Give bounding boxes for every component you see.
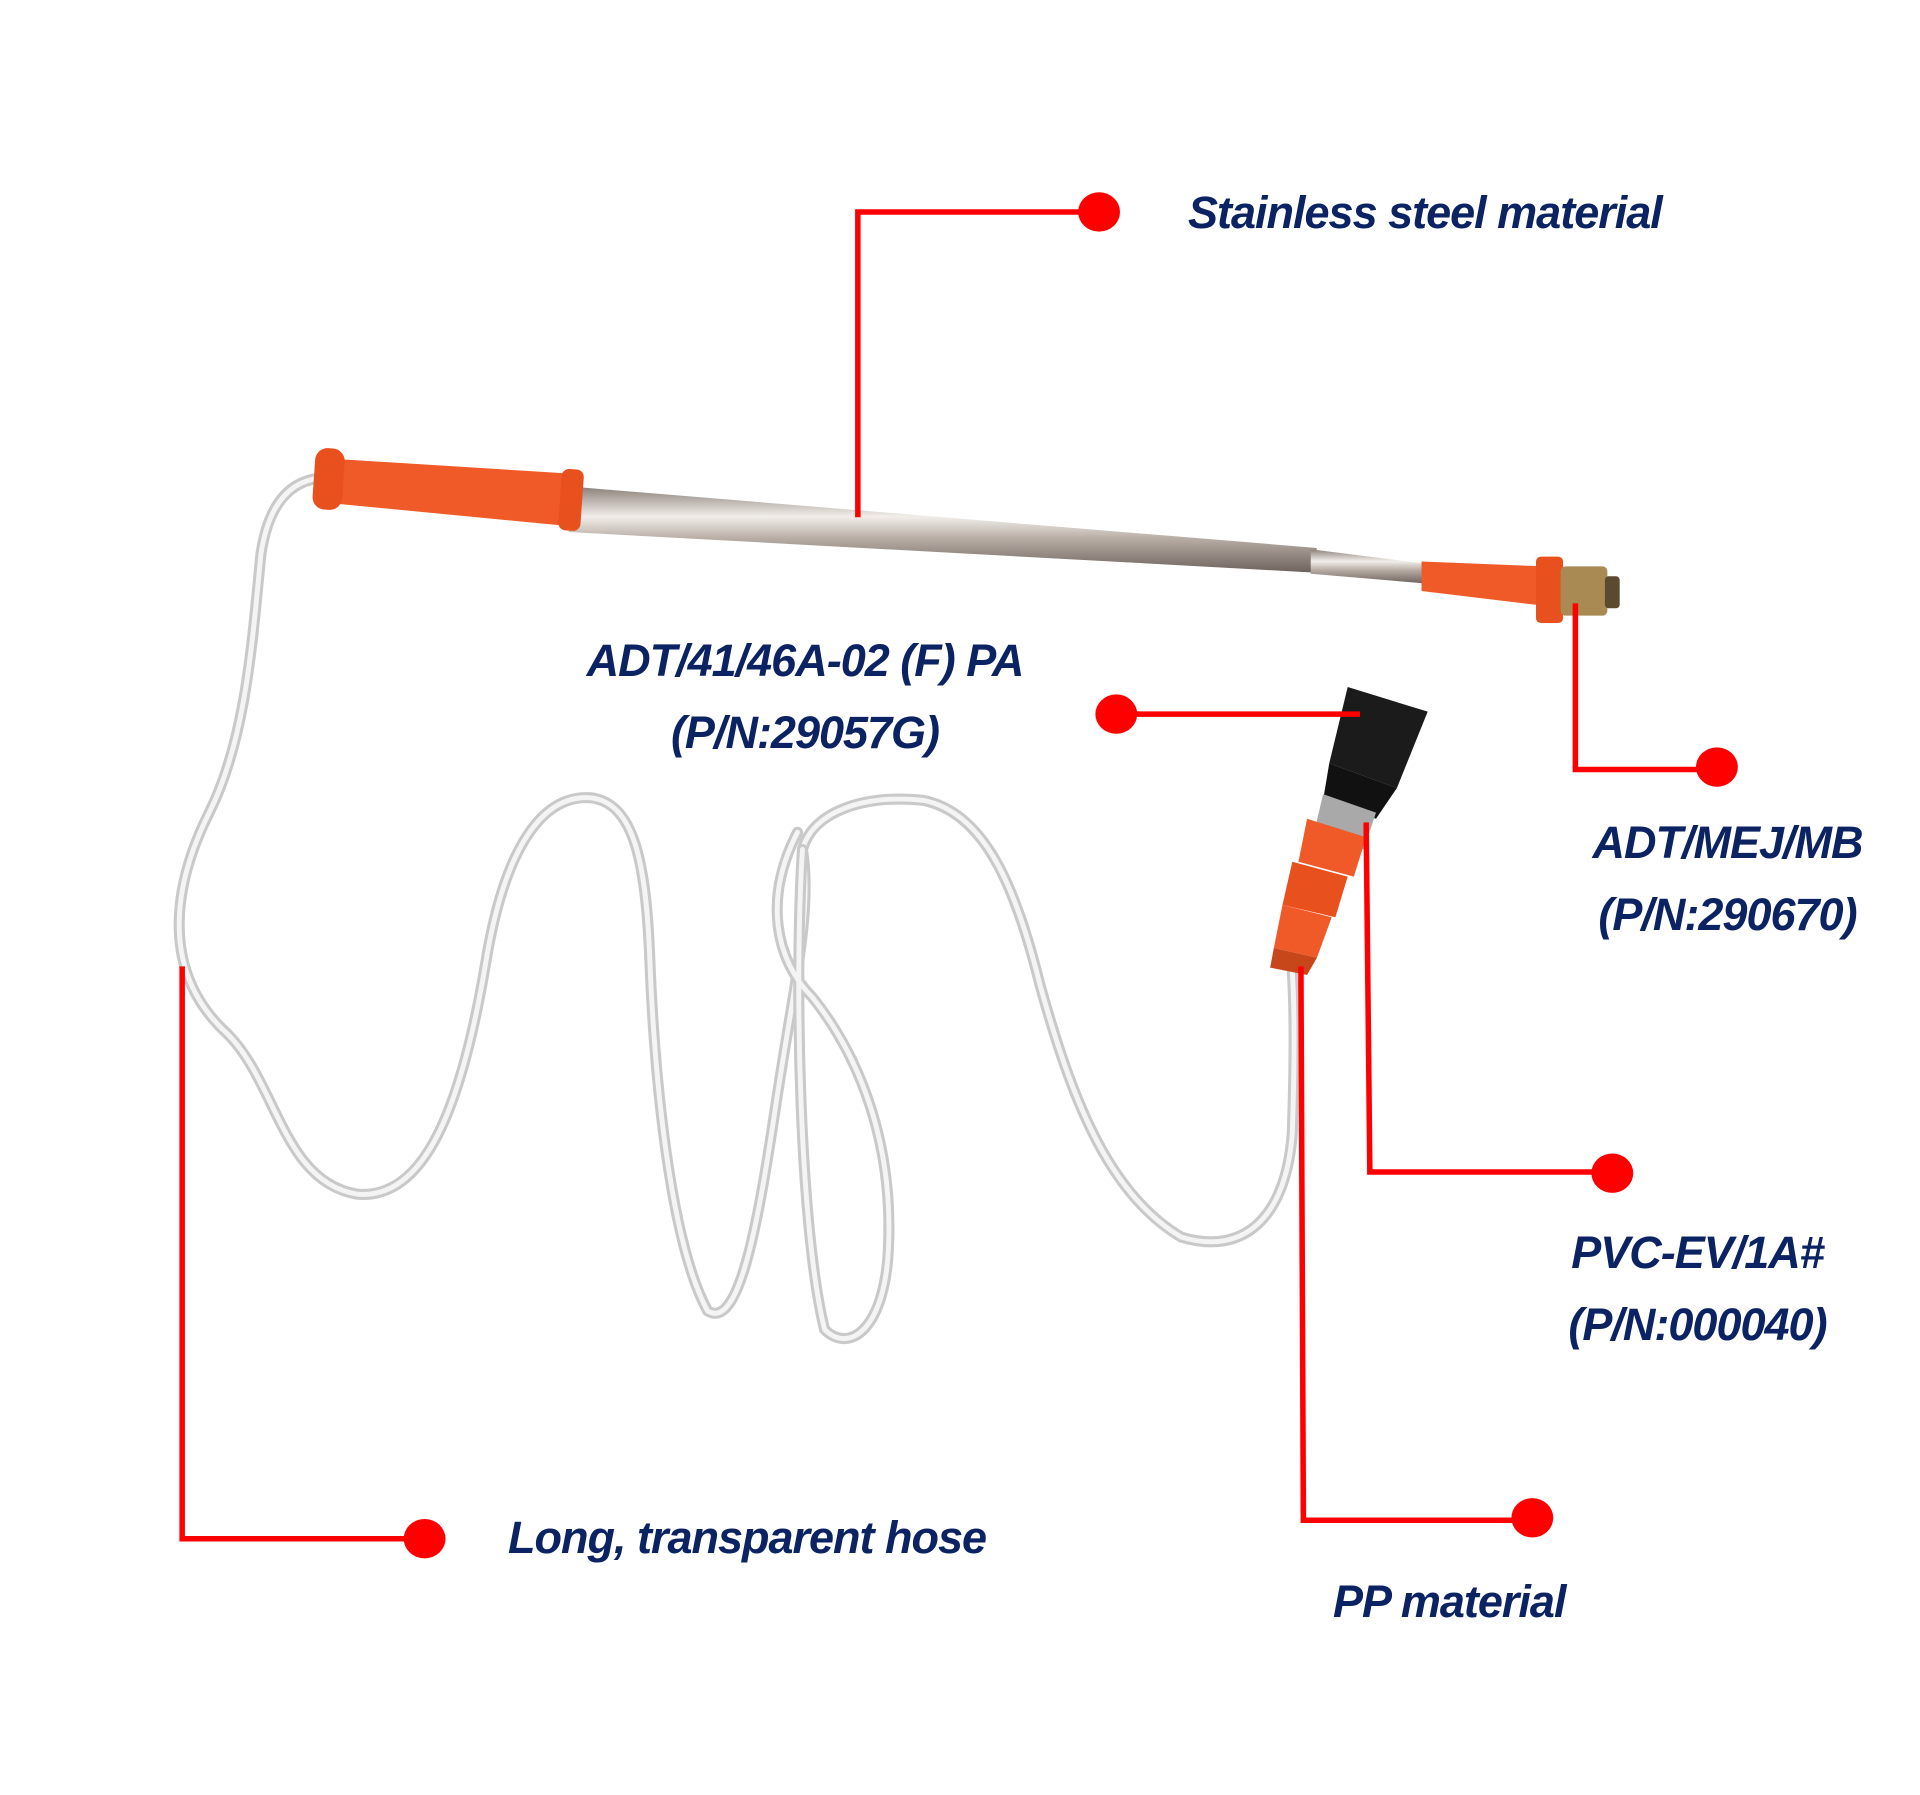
- callout-dots: [403, 192, 1738, 1559]
- callout-pp: [1298, 966, 1533, 1524]
- label-nozzle-fitting: ADT/MEJ/MB (P/N:290670): [1540, 807, 1915, 951]
- callout-dot: [1511, 1498, 1554, 1538]
- callout-dot: [1591, 1153, 1634, 1193]
- callout-hose: [179, 966, 425, 1542]
- label-pvc: PVC-EV/1A# (P/N:000040): [1510, 1217, 1885, 1361]
- callout-dot: [1095, 694, 1138, 734]
- callout-dot: [1696, 747, 1738, 787]
- label-adaptor-top-pn: (P/N:29057G): [670, 707, 940, 758]
- callout-dot: [403, 1519, 446, 1559]
- transparent-hose: [173, 472, 1300, 1345]
- handle-grip: [322, 458, 579, 528]
- label-nozzle-fitting-name: ADT/MEJ/MB: [1592, 817, 1864, 868]
- label-pvc-pn: (P/N:000040): [1568, 1299, 1827, 1350]
- callout-nozzle-fitting: [1572, 603, 1717, 773]
- elbow-adaptor: [1270, 687, 1428, 976]
- label-pvc-name: PVC-EV/1A#: [1571, 1227, 1825, 1278]
- spray-wand: [312, 448, 1620, 624]
- label-hose: Long, transparent hose: [508, 1512, 987, 1563]
- telescopic-section: [1310, 549, 1428, 584]
- steel-tube: [568, 486, 1317, 573]
- callout-dot: [1078, 192, 1120, 232]
- label-pp: PP material: [1333, 1576, 1566, 1627]
- label-steel: Stainless steel material: [1188, 187, 1663, 238]
- callout-steel: [855, 209, 1100, 518]
- callout-pvc: [1363, 822, 1613, 1175]
- label-nozzle-fitting-pn: (P/N:290670): [1598, 889, 1857, 940]
- label-adaptor-top-name: ADT/41/46A-02 (F) PA: [586, 635, 1025, 686]
- label-adaptor-top: ADT/41/46A-02 (F) PA (P/N:29057G): [520, 625, 1090, 769]
- callout-lines: [179, 209, 1717, 1542]
